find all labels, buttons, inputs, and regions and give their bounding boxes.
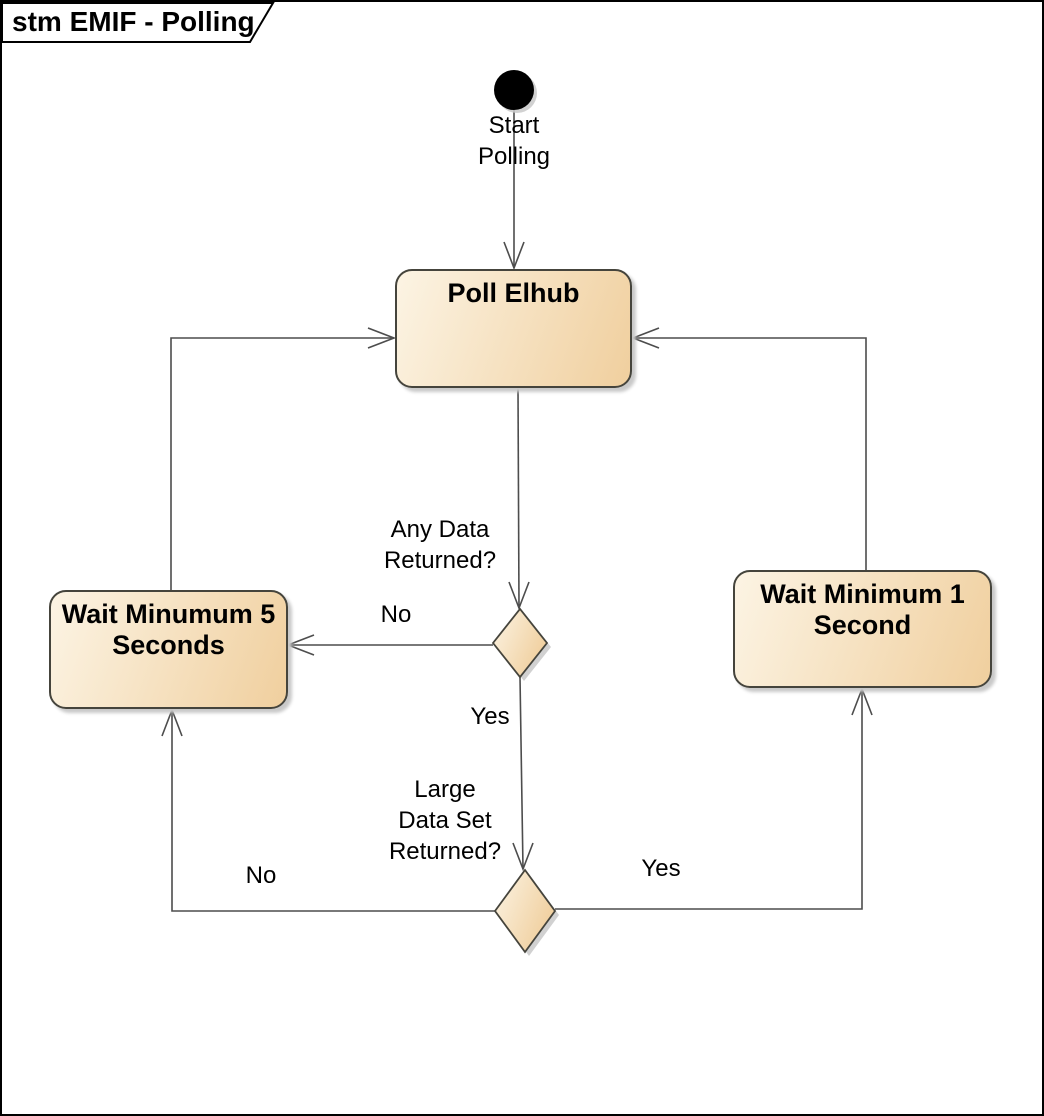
- edge-label-any-data-returned: Any Data Returned?: [383, 516, 497, 574]
- decision-any-data-returned: [491, 607, 551, 681]
- arrowhead: [508, 581, 530, 611]
- edge-start-to-poll: [503, 110, 525, 271]
- frame-title-tab: [1, 1, 275, 43]
- arrowhead: [367, 327, 397, 349]
- edge-wait5-to-poll: [170, 327, 397, 590]
- edge-large-no-to-wait5: [161, 707, 495, 912]
- arrowhead: [851, 686, 873, 716]
- edge-label-any-data-no: No: [380, 601, 412, 628]
- edge-poll-to-any-decision: [508, 387, 530, 611]
- arrowhead: [503, 241, 525, 271]
- state-wait-minimum-1-second: Wait Minimum 1 Second: [733, 570, 992, 688]
- edge-large-yes-to-wait1: [555, 686, 873, 910]
- edge-label-any-data-yes: Yes: [470, 703, 510, 730]
- arrowhead: [630, 327, 660, 349]
- arrowhead: [161, 707, 183, 737]
- state-poll-elhub: Poll Elhub: [395, 269, 632, 388]
- state-wait-minumum-5-seconds: Wait Minumum 5 Seconds: [49, 590, 288, 709]
- edge-any-no-to-wait5: [285, 634, 493, 656]
- arrowhead: [285, 634, 315, 656]
- decision-large-data-returned: [493, 868, 559, 956]
- edge-label-large-data-no: No: [245, 862, 277, 889]
- edge-label-large-data-returned: Large Data Set Returned?: [388, 776, 502, 865]
- initial-node: [494, 70, 537, 113]
- edge-any-yes-to-large-decision: [512, 676, 534, 872]
- arrowhead: [512, 842, 534, 872]
- edge-wait1-to-poll: [630, 327, 867, 570]
- initial-node-label: Start Polling: [477, 112, 551, 170]
- diagram-title: stm EMIF - Polling: [12, 6, 255, 37]
- edge-label-large-data-yes: Yes: [641, 855, 681, 882]
